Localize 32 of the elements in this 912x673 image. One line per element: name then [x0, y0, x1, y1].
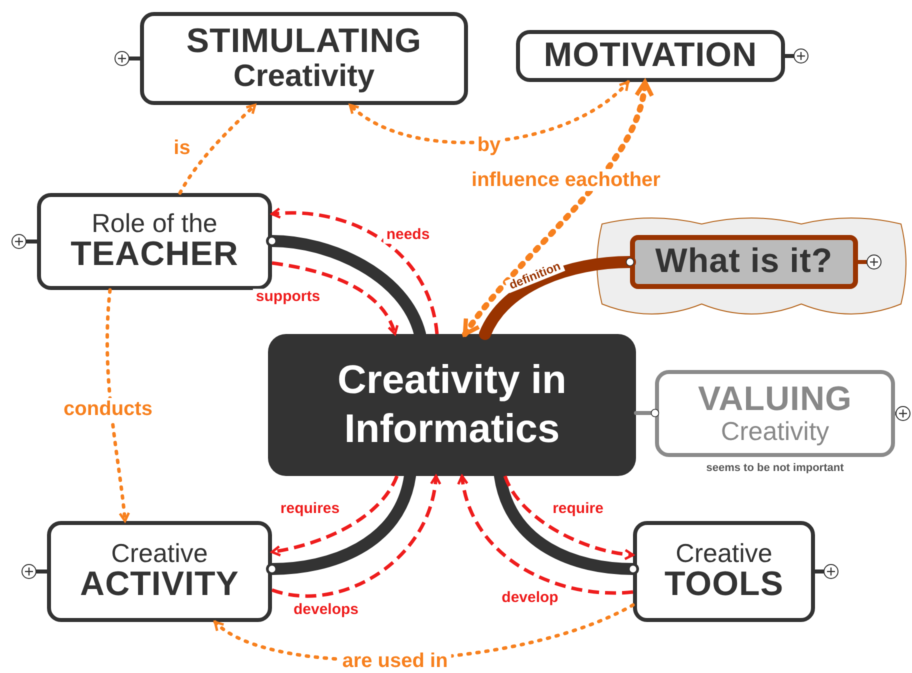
arrow	[503, 475, 634, 560]
topic-box	[630, 235, 858, 289]
node-title: Creative	[111, 540, 208, 568]
central-topic-box	[268, 334, 636, 476]
node-title: Role of the	[92, 210, 218, 238]
node-subtitle: Creativity	[233, 60, 375, 93]
node-title: STIMULATING	[186, 24, 422, 60]
arrow	[178, 103, 257, 195]
arrow	[106, 288, 130, 523]
arrow	[272, 474, 441, 598]
node-subtitle: ACTIVITY	[80, 567, 239, 603]
node-title: Creativity in Informatics	[336, 357, 568, 453]
topic-box	[47, 521, 272, 622]
topic-box	[140, 12, 468, 105]
arrow	[458, 474, 634, 595]
arrow	[348, 80, 630, 144]
arrow	[272, 261, 398, 336]
topic-box	[633, 521, 815, 622]
topic-box	[516, 30, 785, 82]
node-title: MOTIVATION	[544, 38, 758, 74]
node-subtitle: TEACHER	[70, 237, 238, 273]
node-subtitle: TOOLS	[664, 567, 784, 603]
node-title: What is it?	[655, 244, 833, 280]
node-note: seems to be not important	[706, 462, 844, 474]
arrow	[462, 79, 653, 337]
topic-box	[655, 370, 895, 457]
arrow	[270, 475, 399, 556]
arrow	[270, 208, 439, 334]
node-subtitle: Creativity	[720, 418, 830, 445]
topic-box	[37, 193, 272, 290]
node-title: VALUING	[698, 382, 852, 418]
node-title: Creative	[676, 540, 772, 568]
